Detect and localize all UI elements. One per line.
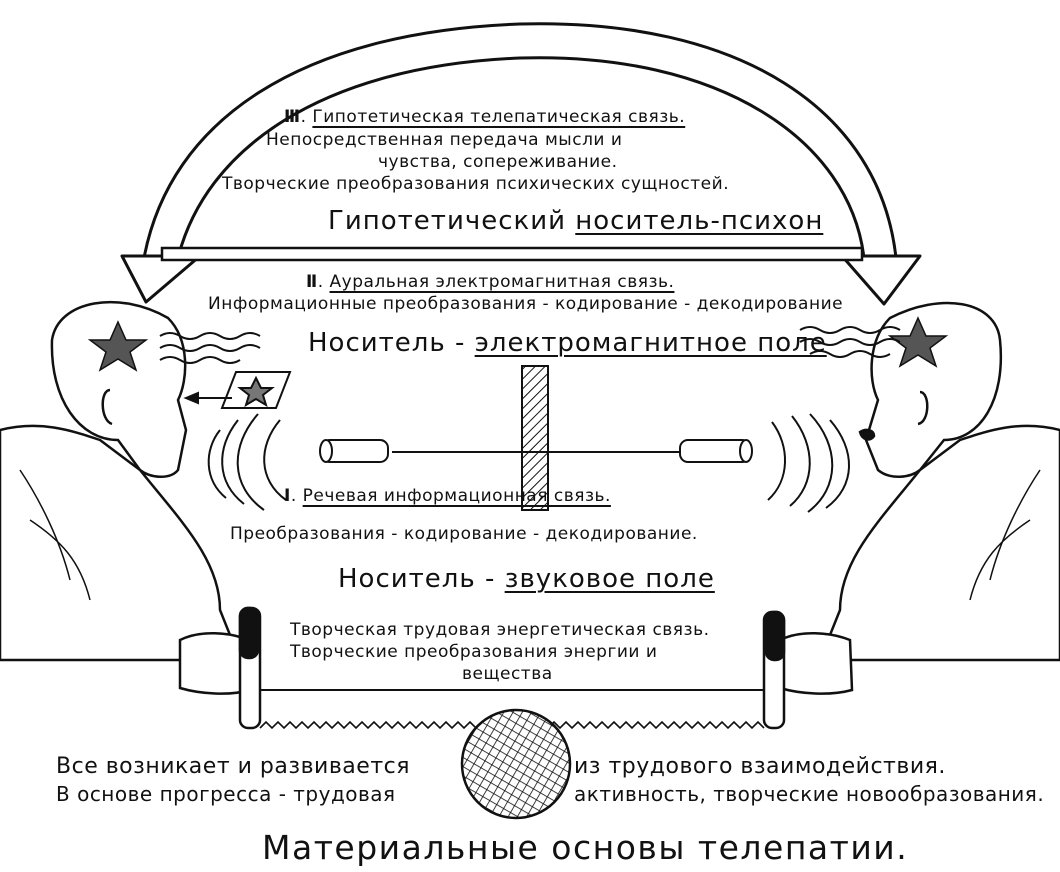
diagram-title: Материальные основы телепатии.	[262, 828, 909, 867]
level3-line2: чувства, сопереживание.	[378, 152, 618, 172]
left-star-icon	[87, 320, 149, 372]
bottom-left-line2: В основе прогресса - трудовая	[56, 782, 396, 806]
right-arrowhead	[840, 254, 922, 306]
level1-line1: Преобразования - кодирование - декодиров…	[230, 524, 698, 544]
right-person	[778, 301, 1060, 695]
level2-numeral: Ⅱ	[306, 272, 318, 292]
level1-carrier-name: звуковое поле	[504, 564, 715, 594]
bottom-right-line1: из трудового взаимодействия.	[574, 754, 946, 779]
level2-title: Ауральная электромагнитная связь.	[329, 272, 675, 292]
level1-title: Речевая информационная связь.	[302, 486, 611, 506]
labor-line3: вещества	[462, 664, 553, 684]
log-cross-section	[460, 708, 572, 820]
level1-carrier-prefix: Носитель -	[338, 564, 505, 594]
bottom-right-line2: активность, творческие новообразования.	[574, 782, 1045, 806]
level2-carrier-prefix: Носитель -	[308, 328, 475, 358]
wave-lines	[159, 326, 901, 364]
separator-band	[160, 246, 864, 262]
level3-carrier: Гипотетический носитель-психон	[328, 206, 823, 236]
star-card	[183, 371, 292, 409]
left-person	[0, 300, 252, 695]
level2-carrier: Носитель - электромагнитное поле	[308, 328, 827, 358]
two-man-saw	[238, 606, 786, 820]
level1-heading: Ⅰ. Речевая информационная связь.	[284, 486, 611, 506]
right-star-icon	[887, 316, 949, 368]
level3-carrier-prefix: Гипотетический	[328, 206, 576, 236]
sound-waves	[207, 413, 850, 513]
level3-line1: Непосредственная передача мысли и	[266, 130, 623, 150]
left-arrowhead	[120, 254, 202, 304]
level3-title: Гипотетическая телепатическая связь.	[312, 107, 686, 127]
lips	[858, 428, 876, 441]
level1-numeral: Ⅰ	[284, 486, 291, 506]
level3-heading: Ⅲ. Гипотетическая телепатическая связь.	[284, 107, 686, 127]
labor-line1: Творческая трудовая энергетическая связь…	[290, 620, 710, 640]
telepathic-arc-arrow	[120, 22, 922, 306]
central-apparatus	[319, 365, 753, 511]
level3-carrier-name: носитель-психон	[575, 206, 824, 236]
bottom-left-line1: Все возникает и развивается	[56, 754, 410, 779]
level3-numeral: Ⅲ	[284, 107, 301, 127]
level2-heading: Ⅱ. Ауральная электромагнитная связь.	[306, 272, 675, 292]
labor-line2: Творческие преобразования энергии и	[290, 642, 658, 662]
level2-line1: Информационные преобразования - кодирова…	[208, 294, 844, 314]
card-star-icon	[237, 375, 275, 408]
level1-carrier: Носитель - звуковое поле	[338, 564, 715, 594]
level2-carrier-name: электромагнитное поле	[474, 328, 827, 358]
level3-line3: Творческие преобразования психических су…	[222, 174, 730, 194]
